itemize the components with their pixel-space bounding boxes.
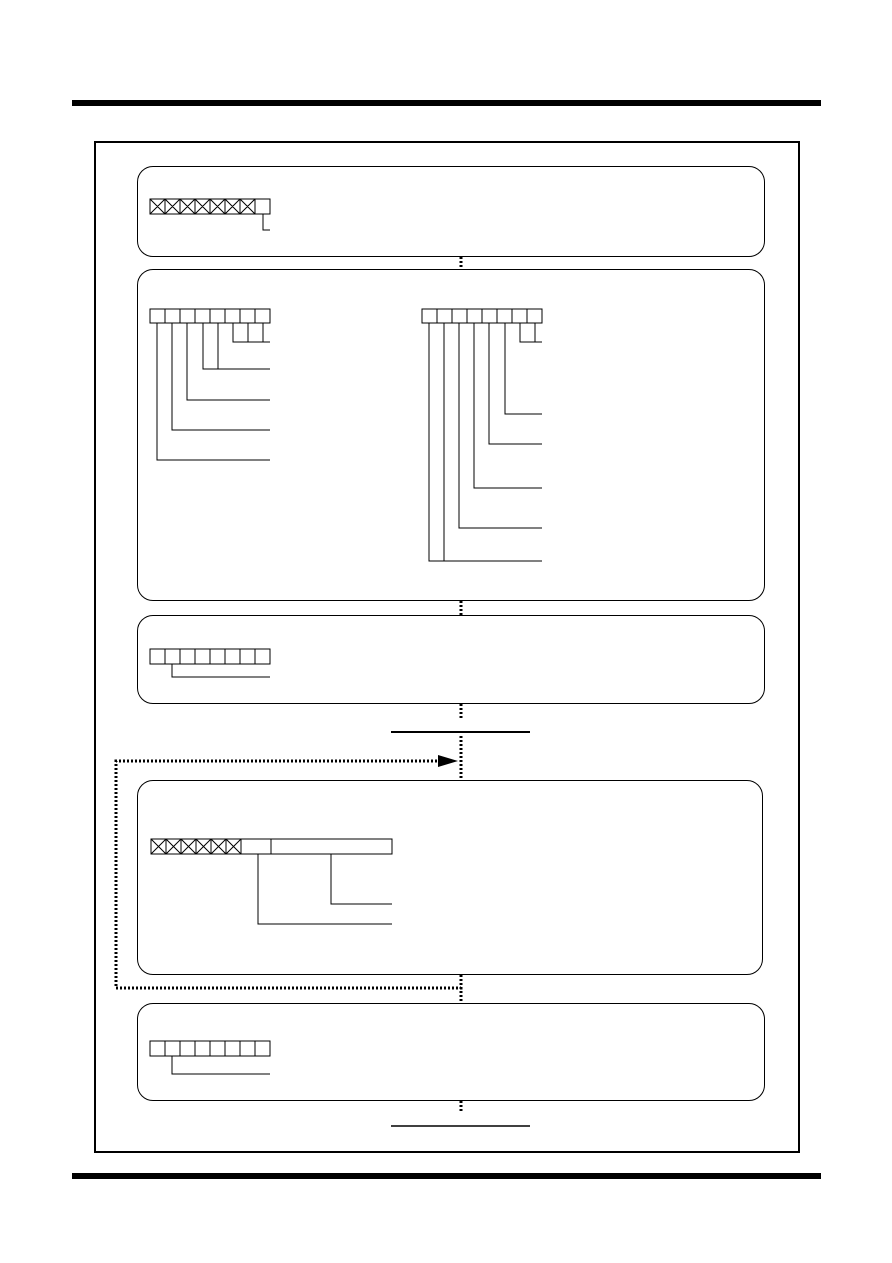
leader-line <box>171 664 270 678</box>
leader-line <box>262 214 270 231</box>
register-panel-4 <box>150 838 393 925</box>
register-panel-2-left <box>149 308 271 461</box>
crossed-bits <box>150 838 242 855</box>
register-panel-1 <box>149 198 271 231</box>
crossed-bits <box>149 198 256 215</box>
leader-line <box>232 323 270 343</box>
leader-line <box>202 323 270 370</box>
footer-rule <box>72 1173 821 1179</box>
leader-line <box>330 854 392 905</box>
register-panel-5 <box>149 1040 271 1075</box>
leader-line <box>156 323 270 461</box>
flowchart-frame <box>94 141 800 1153</box>
header-rule <box>72 100 821 106</box>
leader-line <box>186 323 270 401</box>
register-panel-3 <box>149 648 271 678</box>
leader-line <box>488 323 542 445</box>
leader-line <box>257 854 392 925</box>
leader-line <box>519 323 542 343</box>
leader-line <box>171 323 270 431</box>
leader-line <box>171 1056 270 1075</box>
flow-step-2 <box>137 269 765 601</box>
leader-line <box>504 323 542 415</box>
loop-arrowhead <box>438 755 458 767</box>
leader-line <box>458 323 542 529</box>
flow-step-4 <box>137 780 763 975</box>
leader-line <box>428 323 542 562</box>
leader-line <box>473 323 542 489</box>
loop-back-path <box>114 759 463 990</box>
register-panel-2-right <box>421 308 543 562</box>
